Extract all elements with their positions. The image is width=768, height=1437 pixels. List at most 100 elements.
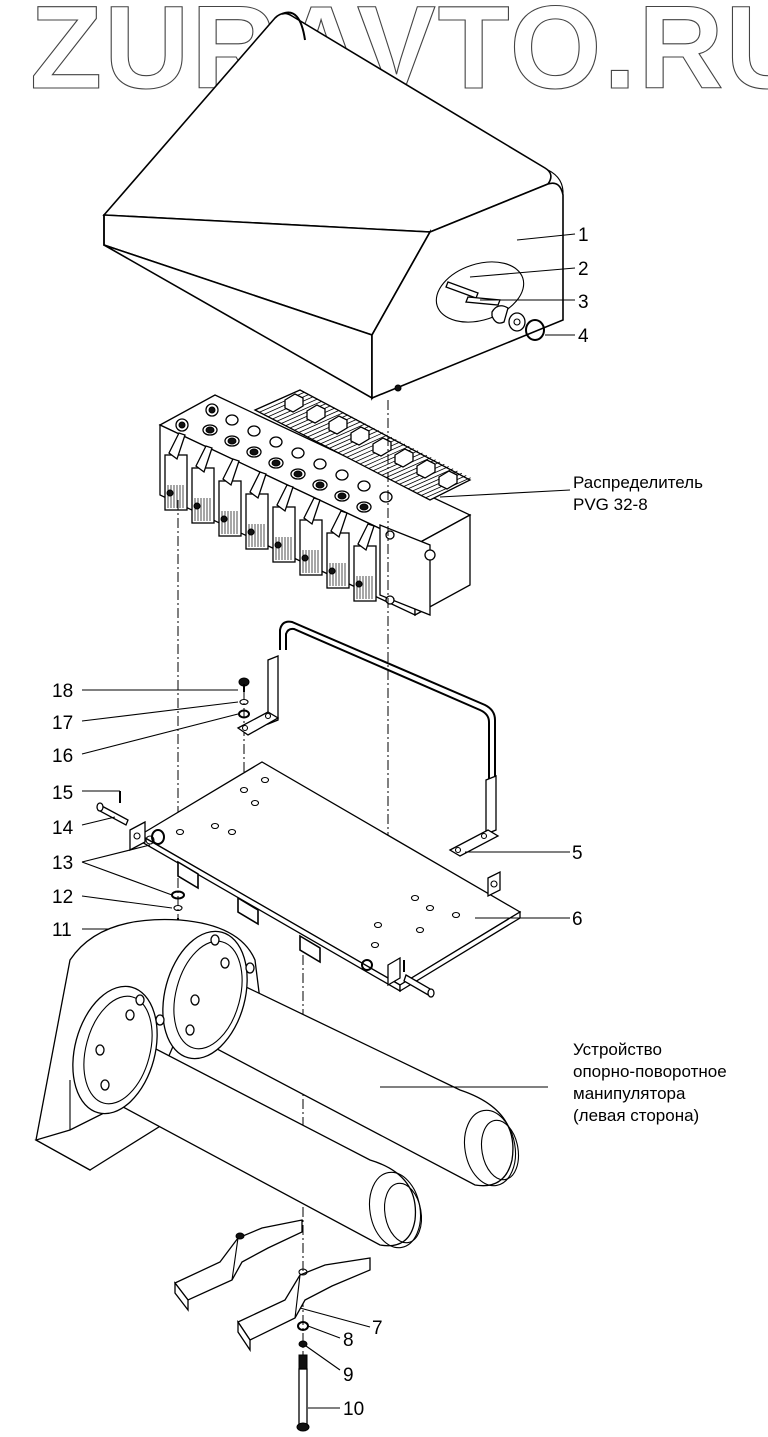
callout-17: 17 <box>52 713 73 734</box>
valve-lever <box>276 484 294 513</box>
valve-hex-bolt <box>379 491 393 503</box>
channel-bracket-icon <box>173 1219 371 1353</box>
flange-bolt <box>185 1024 195 1036</box>
flange-bolt <box>135 994 145 1006</box>
callout-16: 16 <box>52 746 73 767</box>
callout-11: 11 <box>52 920 72 941</box>
callout-15: 15 <box>52 783 73 804</box>
valve-screw <box>220 515 228 523</box>
flange-bolt <box>245 962 255 974</box>
plate-hole <box>260 776 270 784</box>
callout-5: 5 <box>572 843 583 864</box>
spring-cap <box>438 470 458 490</box>
plate-hole <box>250 799 260 807</box>
slewing-label-line2: опорно-поворотное <box>573 1062 727 1081</box>
distributor-leader <box>439 489 571 498</box>
callout-leaders-top <box>469 233 576 336</box>
spring-hatch-line <box>386 457 432 478</box>
callout-leaders-bottom <box>299 1307 371 1409</box>
flange-bolt <box>95 1044 105 1056</box>
valve-hex-bolt <box>269 436 283 448</box>
valve-hex-bolt <box>357 480 371 492</box>
valve-screw <box>355 580 363 588</box>
spring-cap <box>328 415 348 435</box>
plate-hole <box>175 828 185 836</box>
flange-bolt <box>190 994 200 1006</box>
plate-hole <box>370 941 380 949</box>
valve-screw <box>328 567 336 575</box>
spring-cap <box>350 426 370 446</box>
spring-cap <box>306 404 326 424</box>
valve-screw <box>301 554 309 562</box>
slewing-cylinder-icon <box>34 918 520 1249</box>
valve-lever <box>249 471 267 500</box>
valve-port-bore <box>293 470 303 478</box>
callout-6: 6 <box>572 909 583 930</box>
callout-7: 7 <box>372 1318 383 1339</box>
cover-housing-icon <box>102 11 564 401</box>
slewing-label-line1: Устройство <box>573 1040 662 1059</box>
callout-2: 2 <box>578 259 589 280</box>
valve-port-bore <box>359 503 369 511</box>
plate-hole <box>415 926 425 934</box>
distributor-label-line2: PVG 32-8 <box>573 495 648 514</box>
valve-port-bore <box>337 492 347 500</box>
spring-cap <box>372 437 392 457</box>
watermark-text: ZURAVTO.RU <box>30 0 768 114</box>
valve-port-bore <box>227 437 237 445</box>
slewing-label-line3: манипулятора <box>573 1084 686 1103</box>
valve-screw <box>247 528 255 536</box>
plate-hole <box>451 911 461 919</box>
spring-hatch-line <box>276 400 323 422</box>
spring-hatch-line <box>364 445 410 467</box>
valve-lever <box>222 458 240 487</box>
hydraulic-valve-icon <box>158 389 472 617</box>
callout-18: 18 <box>52 681 73 702</box>
valve-port-bore <box>315 481 325 489</box>
valve-hex-bolt <box>225 414 239 426</box>
slewing-label-line4: (левая сторона) <box>573 1106 699 1125</box>
flange-bolt <box>210 934 220 946</box>
valve-screw <box>166 489 174 497</box>
valve-port-bore <box>271 459 281 467</box>
spring-hatch-line <box>407 468 454 490</box>
valve-screw <box>193 502 201 510</box>
valve-hex-bolt <box>335 469 349 481</box>
valve-lever <box>195 445 213 474</box>
distributor-label-line1: Распределитель <box>573 473 703 492</box>
callout-14: 14 <box>52 818 74 839</box>
callout-12: 12 <box>52 887 73 908</box>
valve-lever <box>330 510 348 539</box>
spring-cap <box>416 459 436 479</box>
valve-lever <box>168 432 186 461</box>
plate-hole <box>239 786 249 794</box>
plate-hole <box>210 822 220 830</box>
plate-hole <box>410 894 420 902</box>
plate-hole <box>425 904 435 912</box>
valve-port-bore <box>205 426 215 434</box>
valve-screw <box>274 541 282 549</box>
valve-hex-bolt <box>313 458 327 470</box>
flange-bolt <box>155 1014 165 1026</box>
valve-port-bore <box>249 448 259 456</box>
callout-leaders-left <box>81 689 239 930</box>
spring-cap <box>284 393 304 413</box>
flange-bolt <box>220 957 230 969</box>
callout-1: 1 <box>578 225 589 246</box>
callout-9: 9 <box>343 1365 354 1386</box>
plate-icon <box>129 761 522 998</box>
valve-hex-bolt <box>291 447 305 459</box>
bracket-frame-icon <box>236 620 500 857</box>
callout-13: 13 <box>52 853 73 874</box>
plate-hole <box>373 921 383 929</box>
spring-hatch-line <box>298 412 344 433</box>
spring-hatch-line <box>254 389 301 411</box>
valve-lever <box>357 523 375 552</box>
spring-hatch-line <box>342 434 388 456</box>
valve-hex-bolt <box>247 425 261 437</box>
callout-10: 10 <box>343 1399 364 1420</box>
plate-hole <box>227 828 237 836</box>
spring-hatch-line <box>320 423 366 445</box>
flange-bolt <box>125 1009 135 1021</box>
